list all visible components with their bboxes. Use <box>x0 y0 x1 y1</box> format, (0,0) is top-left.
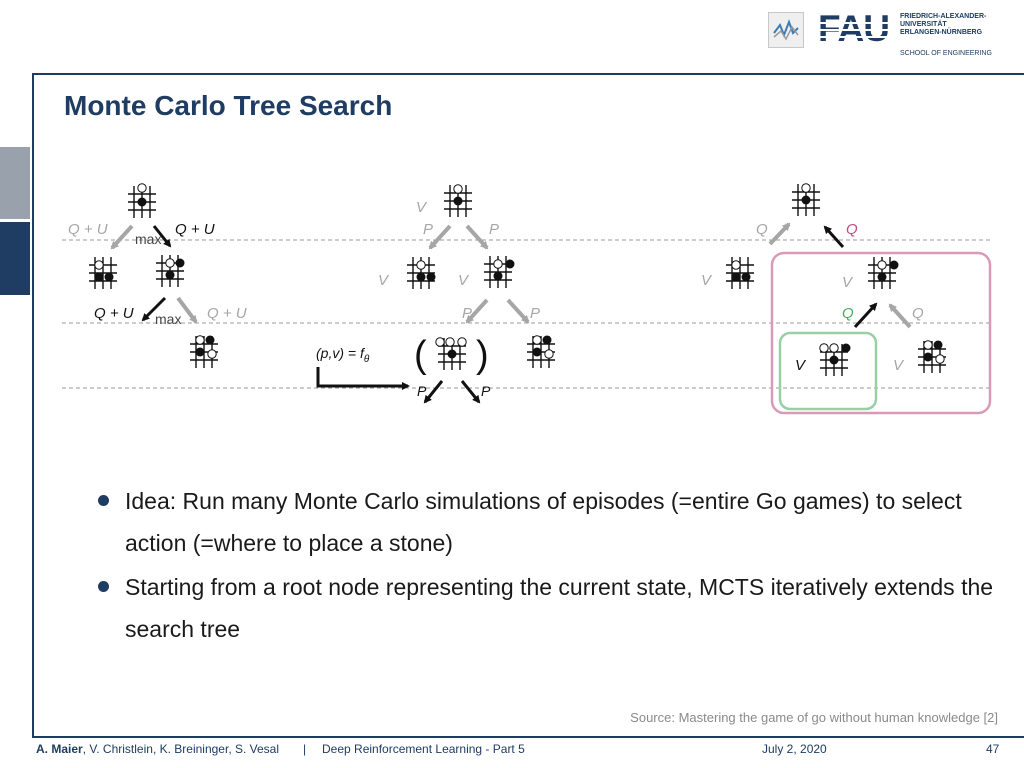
footer-lead-author: A. Maier <box>36 742 83 756</box>
footer-other-authors: , V. Christlein, K. Breininger, S. Vesal <box>82 742 280 756</box>
backup-arrow <box>823 225 845 249</box>
value-label: V <box>416 199 428 216</box>
prior-label: P <box>462 305 472 322</box>
mcts-diagram: Q + U max Q + U Q + U max Q + U ( ) <box>62 183 992 415</box>
bullet-dot <box>98 581 109 592</box>
footer-date: July 2, 2020 <box>762 742 827 756</box>
go-board <box>917 340 947 374</box>
go-board <box>88 256 118 290</box>
footer-course: Deep Reinforcement Learning - Part 5 <box>322 742 525 756</box>
side-section-tab-active <box>0 222 30 295</box>
fau-logo-text: FAU <box>818 10 890 48</box>
footer-page-number: 47 <box>986 742 1000 756</box>
prior-label: P <box>481 383 491 399</box>
tree-edge-arrow <box>141 296 167 322</box>
bracket-right: ) <box>476 334 489 376</box>
school-name: SCHOOL OF ENGINEERING <box>900 50 992 57</box>
backup-arrow <box>768 222 791 246</box>
go-board <box>443 184 473 218</box>
go-board <box>791 183 821 217</box>
go-board <box>127 183 157 219</box>
bullet-dot <box>98 495 109 506</box>
slide-frame-left <box>32 73 34 736</box>
edge-label-q-plus-u: Q + U <box>68 221 108 238</box>
tree-edge-arrow <box>428 224 452 250</box>
slide-frame-top <box>32 73 1024 75</box>
university-line: UNIVERSITÄT <box>900 21 947 28</box>
tree-edge-arrow <box>465 298 489 324</box>
value-label: V <box>378 272 390 289</box>
university-name: FRIEDRICH-ALEXANDER- UNIVERSITÄT ERLANGE… <box>900 13 986 37</box>
slide-frame-bottom <box>32 736 1024 738</box>
q-label: Q <box>912 305 924 322</box>
value-label: V <box>893 357 905 374</box>
go-board <box>483 255 515 289</box>
network-formula: (p,v) = fθ <box>316 345 370 365</box>
fau-logo: FAU <box>818 10 896 48</box>
value-label: V <box>701 272 713 289</box>
backup-arrow <box>888 303 912 329</box>
slide-title: Monte Carlo Tree Search <box>64 90 393 121</box>
tree-edge-arrow <box>423 380 444 404</box>
tree-edge-arrow <box>152 225 172 248</box>
go-board <box>189 335 219 369</box>
tree-edge-arrow <box>110 224 134 250</box>
go-board <box>435 337 467 371</box>
go-board <box>819 343 851 377</box>
edge-label-max: max <box>135 231 161 247</box>
footer-authors: A. Maier, V. Christlein, K. Breininger, … <box>36 742 279 756</box>
bullet-item: Starting from a root node representing t… <box>98 566 998 650</box>
go-board <box>725 256 755 290</box>
tree-edge-arrow <box>506 298 530 324</box>
bracket-left: ( <box>414 334 427 376</box>
value-label: V <box>458 272 470 289</box>
bullet-list: Idea: Run many Monte Carlo simulations o… <box>98 480 998 650</box>
edge-label-max: max <box>155 311 181 327</box>
footer-separator: | <box>303 742 307 756</box>
leaf-highlight-box <box>778 331 878 411</box>
q-label: Q <box>846 221 858 238</box>
source-citation: Source: Mastering the game of go without… <box>630 710 998 725</box>
prior-label: P <box>423 221 433 238</box>
value-label: V <box>795 357 807 374</box>
tree-edge-arrow <box>176 296 198 324</box>
go-board <box>406 256 436 290</box>
bullet-text: Starting from a root node representing t… <box>125 574 994 642</box>
backup-highlight-box <box>770 251 992 415</box>
university-line: FRIEDRICH-ALEXANDER- <box>900 13 987 20</box>
q-label: Q <box>842 305 854 322</box>
prior-label: P <box>530 305 540 322</box>
backup-arrow <box>853 302 878 329</box>
bullet-text: Idea: Run many Monte Carlo simulations o… <box>125 488 962 556</box>
q-label: Q <box>756 221 768 238</box>
side-section-tab <box>0 147 30 219</box>
go-board <box>526 335 556 369</box>
prior-label: P <box>489 221 499 238</box>
university-line: ERLANGEN-NÜRNBERG <box>900 29 983 36</box>
value-label: V <box>842 274 854 291</box>
edge-label-q-plus-u: Q + U <box>207 305 247 322</box>
go-board <box>155 254 185 288</box>
edge-label-q-plus-u: Q + U <box>94 305 134 322</box>
lab-logo-icon <box>768 12 804 48</box>
network-eval-arrow <box>316 367 410 390</box>
tree-edge-arrow <box>460 380 481 404</box>
bullet-item: Idea: Run many Monte Carlo simulations o… <box>98 480 998 564</box>
go-board <box>867 256 899 290</box>
edge-label-q-plus-u: Q + U <box>175 221 215 238</box>
tree-edge-arrow <box>465 224 489 250</box>
prior-label: P <box>417 383 427 399</box>
